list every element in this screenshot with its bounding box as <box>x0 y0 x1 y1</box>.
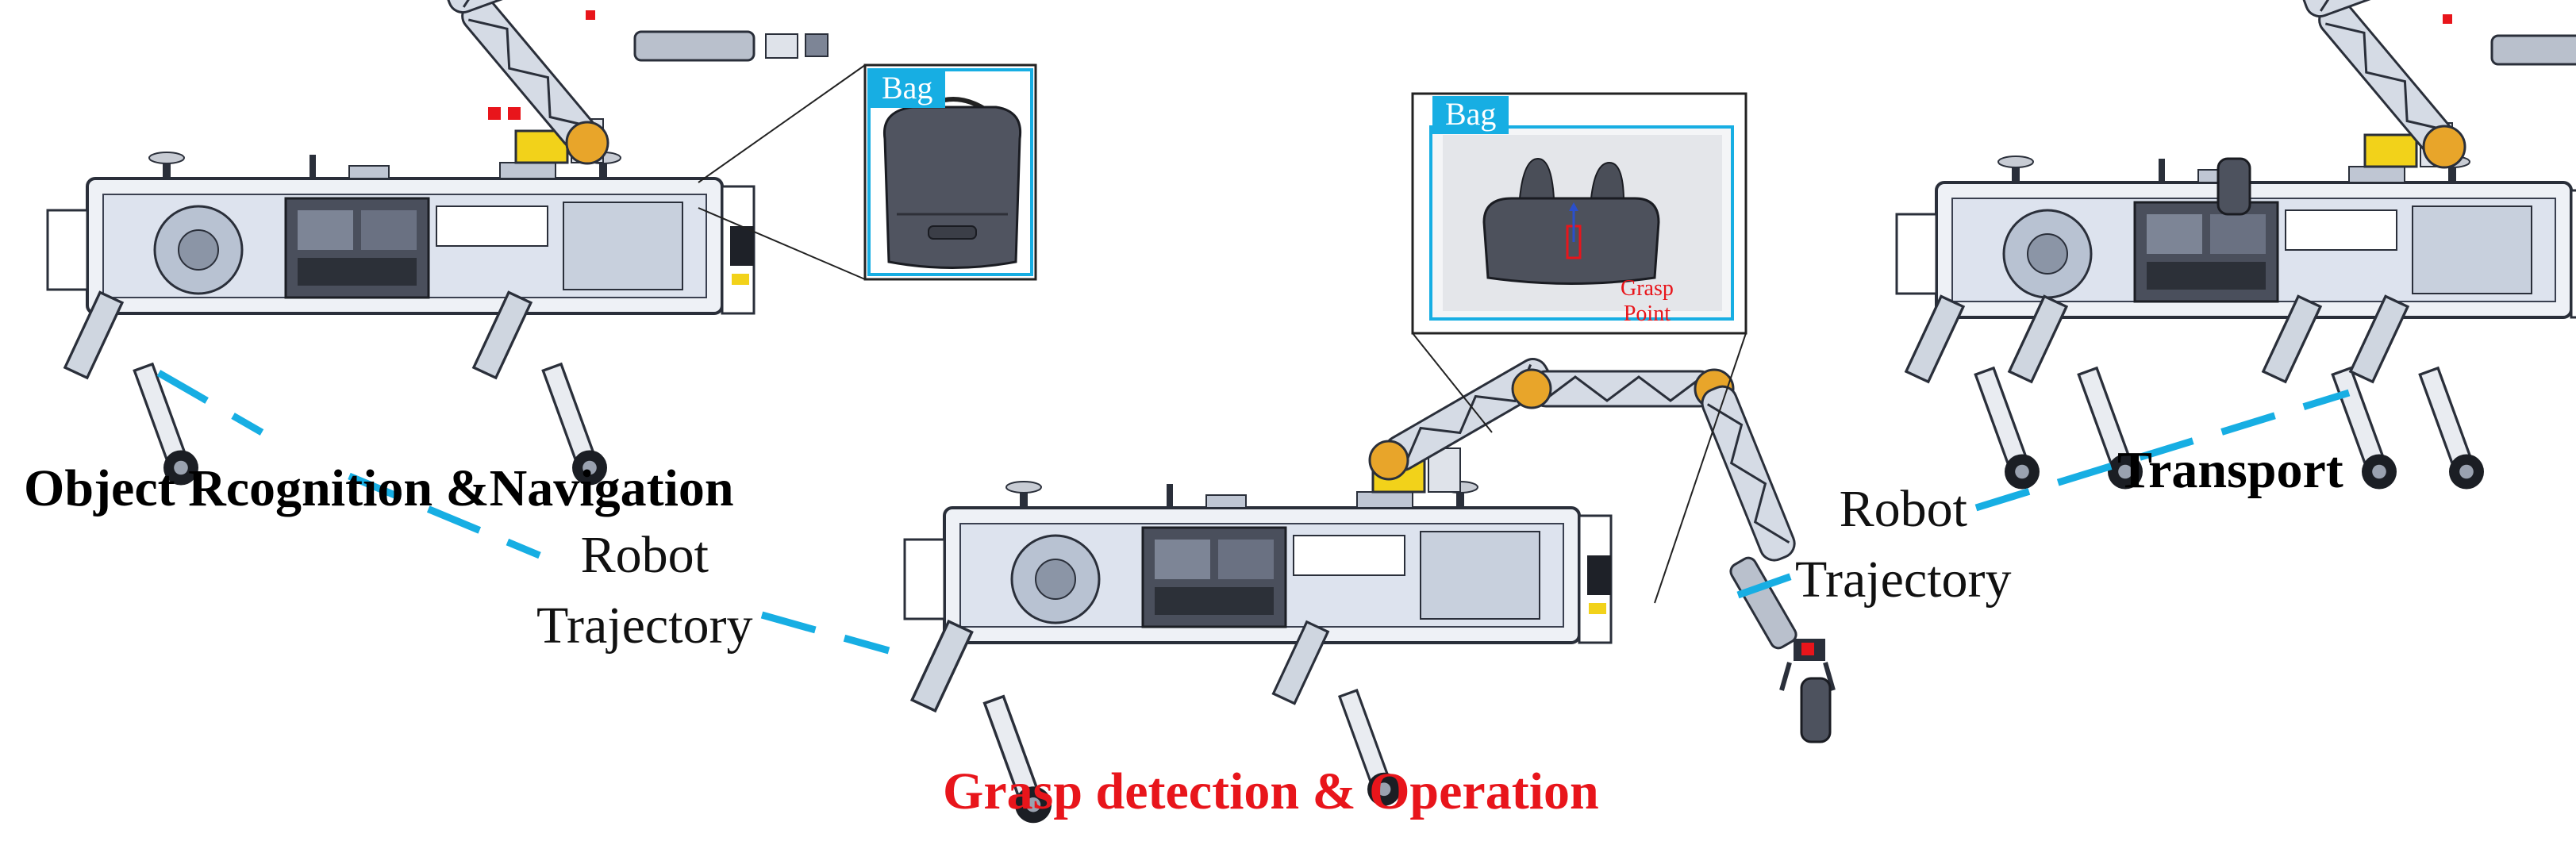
trajectory-right-line1: Robot <box>1839 480 1967 538</box>
trajectory-label-right: Robot Trajectory <box>1795 474 2012 615</box>
bag-side-tag: Bag <box>1432 96 1509 134</box>
stage-grasp-label: Grasp detection & Operation <box>943 762 1599 820</box>
trajectory-label-left: Robot Trajectory <box>536 520 753 661</box>
robot-transport <box>1895 0 2576 491</box>
bag-side-inset <box>1411 92 1747 604</box>
stage-transport-label: Transport <box>2117 441 2343 499</box>
robot-recognition <box>46 0 829 487</box>
grasp-point-label: Grasp Point <box>1621 276 1674 327</box>
bag-top-tag: Bag <box>869 70 946 108</box>
trajectory-lines <box>156 370 2351 655</box>
trajectory-left-line1: Robot <box>580 526 709 584</box>
grasp-point-line1: Grasp <box>1621 276 1674 301</box>
trajectory-right-line2: Trajectory <box>1795 551 2012 609</box>
trajectory-left-line2: Trajectory <box>536 597 753 655</box>
stage-recognition-label: Object Rcognition &Navigation <box>24 459 734 517</box>
grasp-point-line2: Point <box>1623 302 1671 327</box>
robot-grasp <box>903 352 1836 824</box>
